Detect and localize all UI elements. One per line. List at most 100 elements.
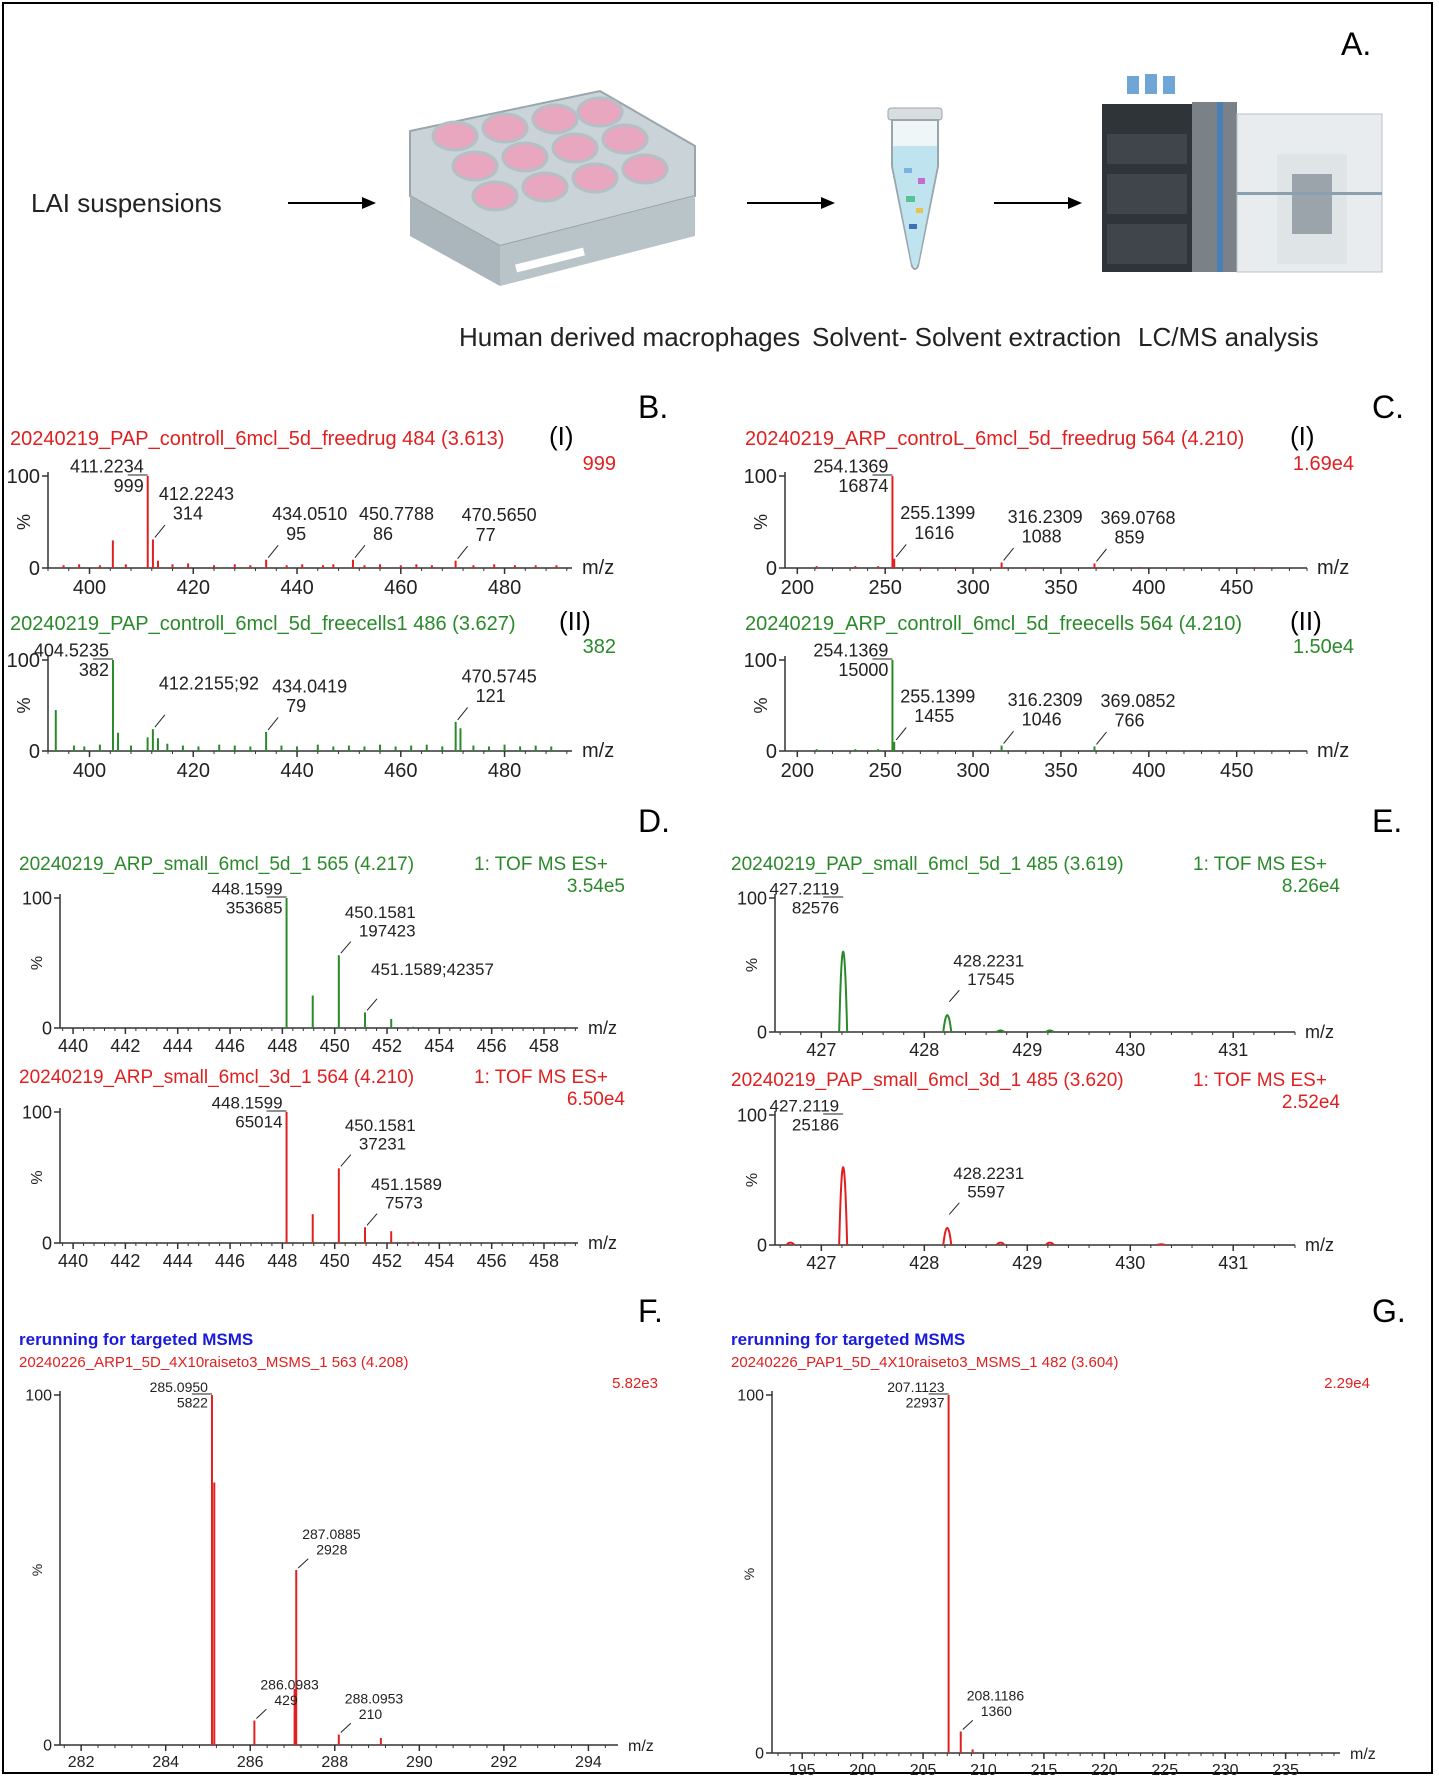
peak-intensity-label: 210 — [359, 1706, 383, 1722]
x-tick-label: 428 — [909, 1040, 939, 1060]
peak-mz-label: 287.0885 — [302, 1526, 361, 1542]
x-tick-label: 427 — [806, 1040, 836, 1060]
x-tick-label: 430 — [1115, 1253, 1145, 1273]
step-lcms: LC/MS analysis — [1138, 322, 1319, 352]
peak-intensity-label: 22937 — [906, 1395, 945, 1411]
y-tick-label: 100 — [744, 650, 777, 672]
peak-intensity-label: 15000 — [838, 660, 888, 680]
spectrum-title: 20240219_ARP_small_6mcl_3d_1 564 (4.210) — [19, 1067, 414, 1088]
x-tick-label: 300 — [956, 577, 989, 599]
y-tick-label: 100 — [25, 1388, 52, 1405]
spectrum-tag: (I) — [549, 421, 574, 451]
peak-mz-label: 451.1589 — [371, 1175, 442, 1194]
annotation-leader — [354, 545, 366, 559]
annotation-leader — [1003, 730, 1014, 744]
peak-mz-label: 428.2231 — [953, 1164, 1024, 1183]
peak-intensity-label: 82576 — [792, 898, 839, 917]
y-tick-label: 0 — [29, 558, 40, 580]
note-label: rerunning for targeted MSMS — [731, 1330, 965, 1349]
annotation-leader — [895, 544, 907, 558]
y-axis-label: % — [751, 697, 771, 713]
panel-letter: B. — [638, 389, 668, 425]
spectrum-f: F.rerunning for targeted MSMS20240226_AR… — [19, 1293, 663, 1771]
y-tick-label: 0 — [42, 1233, 52, 1253]
peaks — [62, 476, 558, 568]
peak-intensity-label: 1455 — [914, 706, 954, 726]
x-tick-label: 450 — [1220, 577, 1253, 599]
y-axis-label: % — [29, 956, 46, 970]
annotation-leader — [366, 1213, 378, 1226]
spectrum-c-ii: 20240219_ARP_controll_6mcl_5d_freecells … — [744, 606, 1354, 782]
x-tick-label: 250 — [868, 577, 901, 599]
x-tick-label: 460 — [384, 760, 417, 782]
panel-a-letter: A. — [1341, 26, 1372, 62]
base-peak-intensity: 3.54e5 — [567, 876, 625, 897]
x-tick-label: 446 — [215, 1251, 245, 1271]
x-tick-label: 458 — [529, 1036, 559, 1056]
peak-intensity-label: 121 — [476, 686, 506, 706]
x-tick-label: 444 — [163, 1251, 193, 1271]
y-tick-label: 0 — [766, 558, 777, 580]
peak-intensity-label: 65014 — [235, 1112, 282, 1131]
base-peak-intensity: 382 — [583, 636, 616, 658]
x-tick-label: 220 — [1091, 1762, 1118, 1778]
peak-mz-label: 450.1581 — [345, 1116, 416, 1135]
peaks — [815, 660, 1256, 751]
x-axis-label: m/z — [1305, 1022, 1334, 1042]
peak — [785, 1241, 796, 1246]
acquisition-mode: 1: TOF MS ES+ — [1193, 1070, 1327, 1091]
arrow-2 — [747, 197, 835, 209]
y-tick-label: 0 — [43, 1738, 52, 1755]
annotation-leader — [457, 707, 469, 721]
peak-mz-label: 254.1369 — [813, 640, 888, 660]
peak-mz-label: 254.1369 — [813, 456, 888, 476]
x-tick-label: 460 — [384, 577, 417, 599]
peak-mz-label: 316.2309 — [1008, 507, 1083, 527]
y-tick-label: 0 — [29, 741, 40, 763]
arrow-3 — [994, 197, 1082, 209]
y-tick-label: 100 — [737, 888, 767, 908]
peak-intensity-label: 86 — [373, 524, 393, 544]
peak-intensity-label: 1088 — [1022, 527, 1062, 547]
x-axis-label: m/z — [1305, 1235, 1334, 1255]
x-tick-label: 440 — [280, 760, 313, 782]
x-tick-label: 440 — [58, 1251, 88, 1271]
peak-intensity-label: 95 — [286, 524, 306, 544]
peak — [1045, 1029, 1055, 1033]
spectrum-c-i: C.20240219_ARP_controL_6mcl_5d_freedrug … — [744, 389, 1404, 599]
peak-mz-label: 412.2155;92 — [159, 674, 259, 694]
x-tick-label: 294 — [575, 1754, 602, 1771]
x-tick-label: 454 — [424, 1036, 454, 1056]
y-axis-label: % — [744, 958, 761, 972]
peak-intensity-label: 382 — [79, 660, 109, 680]
x-tick-label: 195 — [789, 1762, 816, 1778]
x-axis-label: m/z — [588, 1233, 617, 1253]
peak — [838, 950, 849, 1033]
x-tick-label: 458 — [529, 1251, 559, 1271]
x-tick-label: 350 — [1044, 577, 1077, 599]
peak-mz-label: 208.1186 — [967, 1688, 1025, 1704]
annotation-leader — [297, 1558, 309, 1569]
y-axis-label: % — [29, 1564, 45, 1576]
peak-intensity-label: 1046 — [1022, 710, 1062, 730]
y-tick-label: 100 — [744, 466, 777, 488]
peaks — [838, 950, 1055, 1033]
peak — [1156, 1243, 1166, 1246]
spectrum-e-1: E.20240219_PAP_small_6mcl_5d_1 485 (3.61… — [731, 803, 1402, 1060]
x-tick-label: 442 — [110, 1251, 140, 1271]
x-tick-label: 350 — [1044, 760, 1077, 782]
peak-mz-label: 207.1123 — [887, 1379, 945, 1395]
peak-annotations: 254.136915000255.13991455316.23091046369… — [813, 640, 1176, 745]
annotation-leader — [1096, 548, 1107, 562]
peaks — [210, 1395, 382, 1745]
peak — [942, 1226, 953, 1246]
spectrum-title: 20240226_ARP1_5D_4X10raiseto3_MSMS_1 563… — [19, 1354, 408, 1371]
peak-intensity-label: 859 — [1114, 528, 1144, 548]
peak-intensity-label: 5597 — [967, 1183, 1005, 1202]
y-tick-label: 0 — [757, 1022, 767, 1042]
base-peak-intensity: 8.26e4 — [1282, 876, 1341, 897]
